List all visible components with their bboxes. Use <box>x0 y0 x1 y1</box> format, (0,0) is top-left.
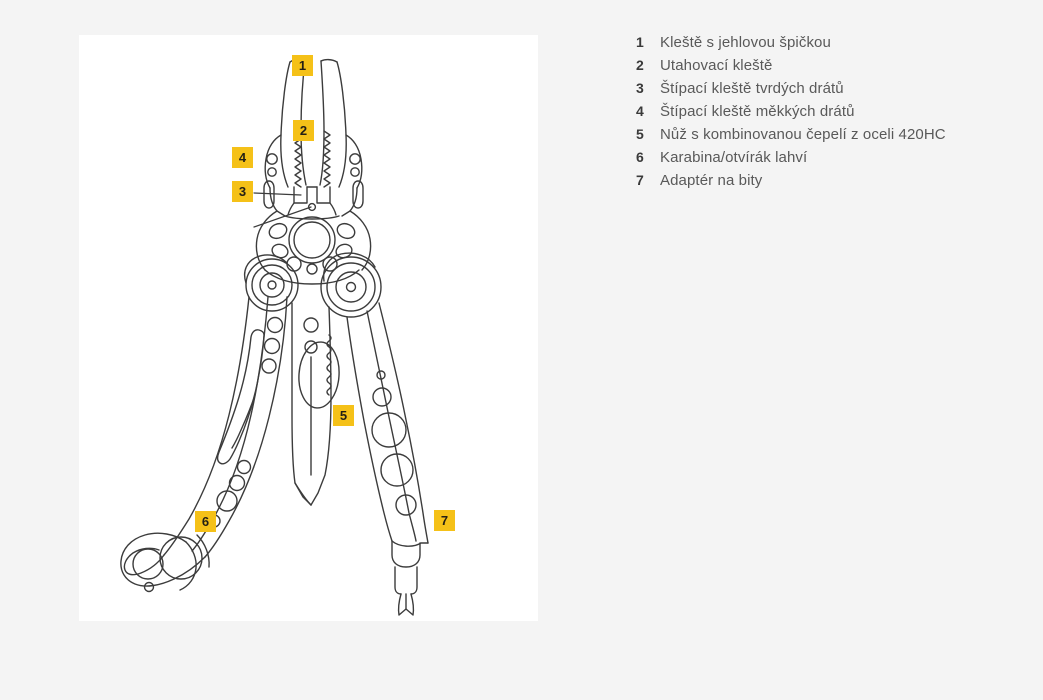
callout-badge-3[interactable]: 3 <box>232 181 253 202</box>
legend-number: 7 <box>636 172 644 188</box>
legend-item-4: 4 Štípací kleště měkkých drátů <box>636 103 1016 126</box>
legend-number: 1 <box>636 34 644 50</box>
legend-item-1: 1 Kleště s jehlovou špičkou <box>636 34 1016 57</box>
callout-badge-5[interactable]: 5 <box>333 405 354 426</box>
legend-item-3: 3 Štípací kleště tvrdých drátů <box>636 80 1016 103</box>
callout-badge-7[interactable]: 7 <box>434 510 455 531</box>
legend-number: 4 <box>636 103 644 119</box>
callout-badge-6[interactable]: 6 <box>195 511 216 532</box>
legend-label: Adaptér na bity <box>660 172 763 189</box>
legend-item-7: 7 Adaptér na bity <box>636 172 1016 195</box>
legend-label: Nůž s kombinovanou čepelí z oceli 420HC <box>660 126 946 143</box>
callout-badge-1[interactable]: 1 <box>292 55 313 76</box>
legend-item-6: 6 Karabina/otvírák lahví <box>636 149 1016 172</box>
legend-number: 5 <box>636 126 644 142</box>
legend-item-2: 2 Utahovací kleště <box>636 57 1016 80</box>
legend-number: 2 <box>636 57 644 73</box>
legend-number: 3 <box>636 80 644 96</box>
legend-label: Karabina/otvírák lahví <box>660 149 808 166</box>
multitool-line-drawing <box>120 58 429 616</box>
legend-label: Kleště s jehlovou špičkou <box>660 34 831 51</box>
legend-label: Štípací kleště tvrdých drátů <box>660 80 844 97</box>
legend-number: 6 <box>636 149 644 165</box>
legend-label: Štípací kleště měkkých drátů <box>660 103 855 120</box>
legend-item-5: 5 Nůž s kombinovanou čepelí z oceli 420H… <box>636 126 1016 149</box>
callout-badge-2[interactable]: 2 <box>293 120 314 141</box>
legend-list: 1 Kleště s jehlovou špičkou 2 Utahovací … <box>636 34 1016 195</box>
callout-badge-4[interactable]: 4 <box>232 147 253 168</box>
diagram-panel: 1 2 3 4 5 6 7 <box>79 35 538 621</box>
legend-label: Utahovací kleště <box>660 57 773 74</box>
